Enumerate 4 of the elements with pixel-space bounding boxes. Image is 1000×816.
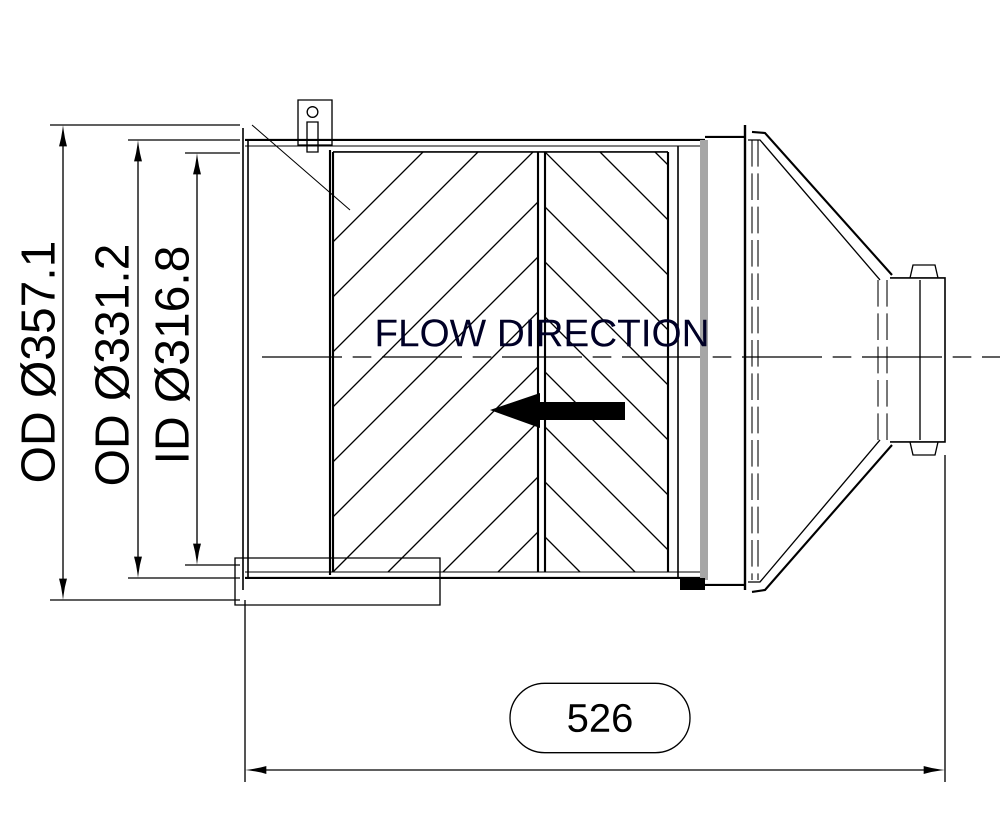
dimension-label: OD Ø331.2 [94,246,130,484]
dimension-label: 526 [509,682,691,754]
dimension-label: ID Ø316.8 [154,248,190,460]
dimension-label: OD Ø357.1 [20,243,56,482]
